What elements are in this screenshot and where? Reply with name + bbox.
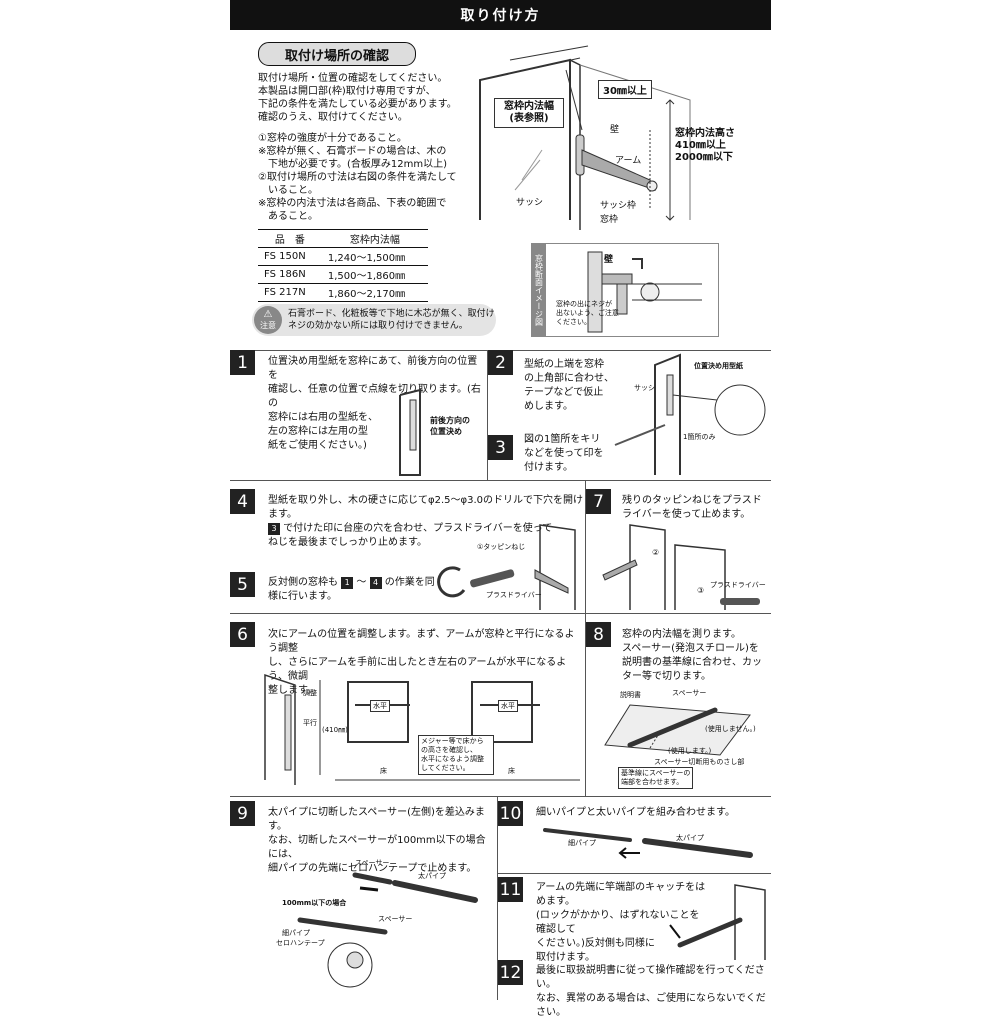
level-label: 水平: [370, 700, 390, 712]
step-9-drawing: [297, 872, 478, 988]
one-place-label: 1箇所のみ: [683, 433, 716, 441]
step-1-label: 前後方向の位置決め: [430, 416, 470, 436]
cross-section-diagram: 窓枠断面イメージ図 壁 窓枠の出にネジが出ないよう、ご注意ください。: [531, 243, 719, 337]
thin-pipe-label: 細パイプ: [282, 929, 310, 937]
marker-three: ③: [697, 586, 705, 595]
step-2-drawing: [614, 353, 766, 475]
step-8-text: 窓枠の内法幅を測ります。スペーサー(発泡スチロール)を説明書の基準線に合わせ、カ…: [622, 629, 762, 682]
thick-pipe-label: 太パイプ: [676, 834, 704, 842]
step-10-drawing: [543, 828, 753, 859]
step-9-text: 太パイプに切断したスペーサー(左側)を差込みます。なお、切断したスペーサーが10…: [268, 807, 486, 874]
intro-text: 取付け場所・位置の確認をしてください。本製品は開口部(枠)取付け専用ですが、 下…: [258, 73, 457, 123]
used-label: (使用します。): [668, 747, 712, 755]
height-label: (410㎜): [322, 726, 348, 734]
sash-label: サッシ: [516, 198, 544, 208]
thin-pipe-label: 細パイプ: [568, 839, 596, 847]
spacer-label: スペーサー: [355, 859, 390, 867]
baseline-note: 基準線にスペーサーの端部を合わせます。: [618, 767, 694, 789]
manual-label: 説明書: [620, 691, 641, 699]
window-frame-drawing: [479, 45, 691, 230]
step-number: 2: [488, 350, 513, 375]
warning-icon: ⚠: [263, 309, 273, 320]
step-7-text: 残りのタッピンねじをプラスドライバーを使って止めます。: [622, 495, 762, 520]
screwdriver-label: プラスドライバー: [710, 581, 766, 589]
step-number: 10: [498, 801, 523, 826]
screw-label: ①タッピンねじ: [477, 543, 526, 551]
caution-text: 石膏ボード、化粧板等で下地に木芯が無く、取付けネジの効かない所には取り付けできま…: [288, 309, 495, 331]
step-number: 11: [498, 877, 523, 902]
step-number: 12: [498, 960, 523, 985]
cross-section-label: 窓枠断面イメージ図: [532, 244, 546, 336]
step-8-drawing: [604, 704, 751, 756]
ruler-label: スペーサー切断用ものさし部: [654, 758, 745, 766]
sash-label: サッシ: [634, 384, 655, 392]
level-label: 水平: [498, 700, 518, 712]
under-100mm-label: 100mm以下の場合: [282, 899, 347, 907]
window-frame-label: 窓枠: [600, 215, 619, 225]
wall-label: 壁: [604, 255, 614, 265]
step-5-text: 反対側の窓枠も 1 〜 4 の作業を同 様に行います。: [268, 577, 435, 602]
step-number: 7: [586, 489, 611, 514]
spacer-label: スペーサー: [378, 915, 413, 923]
wall-label: 壁: [610, 125, 620, 135]
step-7-drawing: [602, 524, 760, 610]
screwdriver-label: プラスドライバー: [486, 591, 542, 599]
cross-section-note: 窓枠の出にネジが出ないよう、ご注意ください。: [556, 300, 619, 326]
step-number: 8: [586, 622, 611, 647]
page-title: 取り付け方: [230, 0, 771, 30]
step-4-drawing: [437, 524, 576, 610]
parallel-label: 平行: [303, 719, 317, 727]
measure-note: メジャー等で床からの高さを確認し、水平になるよう調整してください。: [418, 735, 494, 775]
caution-badge: ⚠ 注意: [254, 306, 282, 334]
step-10-text: 細いパイプと太いパイプを組み合わせます。: [536, 807, 735, 818]
step-1-drawing: [399, 388, 421, 476]
floor-label: 床: [508, 767, 515, 775]
step-number: 9: [230, 801, 255, 826]
width-label: 窓枠内法幅(表参照): [494, 98, 564, 128]
step-number: 1: [230, 350, 255, 375]
floor-label: 床: [380, 767, 387, 775]
step-number: 4: [230, 489, 255, 514]
step-4-text: 型紙を取り外し、木の硬さに応じてφ2.5〜φ3.0のドリルで下穴を開けます。 3…: [268, 495, 583, 548]
spacer-label: スペーサー: [672, 689, 707, 697]
step-12-text: 最後に取扱説明書に従って操作確認を行ってください。なお、異常のある場合は、ご使用…: [536, 965, 766, 1018]
thick-pipe-label: 太パイプ: [418, 872, 446, 880]
tape-label: セロハンテープ: [276, 939, 325, 947]
step-number: 6: [230, 622, 255, 647]
step-number: 5: [230, 572, 255, 597]
step-3-text: 図の1箇所をキリなどを使って印を付けます。: [524, 434, 604, 473]
adjust-label: 調整: [303, 689, 317, 697]
caution-box: ⚠ 注意 石膏ボード、化粧板等で下地に木芯が無く、取付けネジの効かない所には取り…: [252, 304, 496, 336]
step-number: 3: [488, 435, 513, 460]
template-label: 位置決め用型紙: [694, 362, 743, 370]
arm-label: アーム: [615, 156, 642, 166]
clearance-label: 30㎜以上: [598, 80, 652, 99]
sash-frame-label: サッシ枠: [600, 201, 637, 211]
marker-two: ②: [652, 548, 660, 557]
step-1-text: 位置決め用型紙を窓枠にあて、前後方向の位置を確認し、任意の位置で点線を切り取りま…: [268, 356, 481, 451]
step-2-text: 型紙の上端を窓枠の上角部に合わせ、テープなどで仮止めします。: [524, 359, 614, 412]
step-6-text: 次にアームの位置を調整します。まず、アームが窓枠と平行になるよう調整し、さらにア…: [268, 629, 575, 696]
step-ref-badge: 3: [268, 523, 280, 535]
not-used-label: (使用しません。): [705, 725, 756, 733]
cross-section-drawing: [587, 251, 702, 333]
conditions-text: ①窓枠の強度が十分であること。※窓枠が無く、石膏ボードの場合は、木の 下地が必要…: [258, 133, 457, 222]
step-11-text: アームの先端に竿端部のキャッチをはめます。(ロックがかかり、はずれないことを確認…: [536, 882, 706, 963]
table-header-row: 品 番窓枠内法幅: [258, 229, 428, 248]
step-11-drawing: [669, 884, 766, 960]
section-title: 取付け場所の確認: [258, 42, 416, 66]
